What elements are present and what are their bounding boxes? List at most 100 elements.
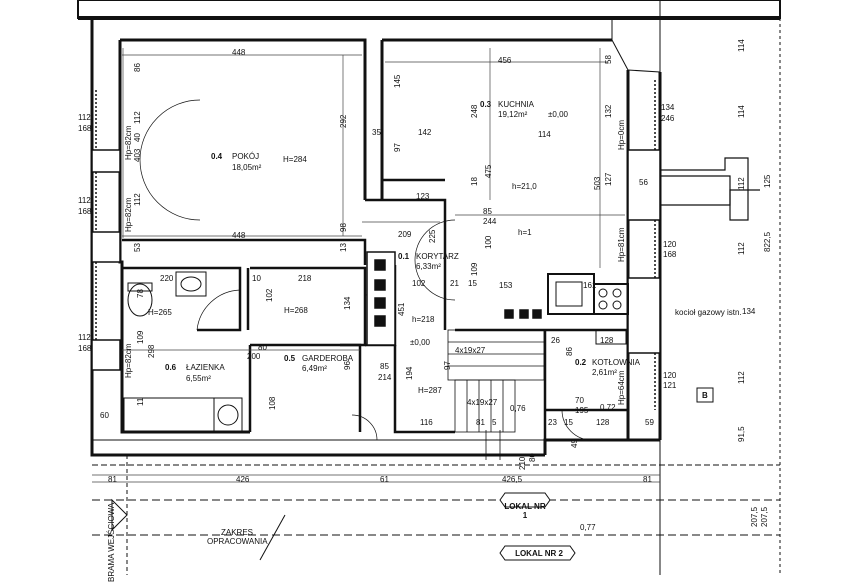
dim: 18 — [470, 177, 479, 186]
room-height-lazienka: H=265 — [148, 308, 172, 317]
dim: 218 — [298, 274, 312, 283]
room-area-garderoba: 6,49m² — [302, 364, 327, 373]
room-no-kuchnia: 0.3 — [480, 100, 492, 109]
dim: 134 — [742, 307, 756, 316]
scope-line2: OPRACOWANIA — [207, 537, 268, 546]
room-no-pokoj: 0.4 — [211, 152, 223, 161]
dim: 112 — [78, 196, 91, 205]
room-area-lazienka: 6,55m² — [186, 374, 211, 383]
dim: 13 — [339, 243, 348, 252]
room-area-pokoj: 18,05m² — [232, 163, 262, 172]
h218: h=218 — [412, 315, 435, 324]
dim: 102 — [265, 288, 274, 302]
room-no-lazienka: 0.6 — [165, 363, 177, 372]
level-077: 0,77 — [580, 523, 596, 532]
boiler-note: kocioł gazowy istn. — [675, 308, 742, 317]
hp82-b: Hp=82cm — [124, 197, 133, 232]
dim: 58 — [604, 55, 613, 64]
dim: 112 — [737, 177, 746, 190]
dim: 426,5 — [502, 475, 523, 484]
dim: 49 — [570, 439, 579, 448]
dim: 109 — [470, 262, 479, 276]
h287: H=287 — [418, 386, 442, 395]
dim: 100 — [484, 235, 493, 249]
room-name-pokoj: POKÓJ — [232, 152, 260, 161]
room-name-korytarz: KORYTARZ — [416, 252, 459, 261]
room-no-korytarz: 0.1 — [398, 252, 410, 261]
dim: 11 — [136, 397, 145, 406]
wall-faces — [92, 17, 661, 441]
dim: 207,5 — [760, 506, 769, 527]
dim: 142 — [418, 128, 432, 137]
dim: 112 — [78, 113, 91, 122]
dim: 96 — [343, 361, 352, 370]
dim: 109 — [136, 330, 145, 344]
dim: 168 — [78, 124, 92, 133]
dim: 80 — [528, 453, 537, 462]
dim: 53 — [133, 243, 142, 252]
level-kuchnia: ±0,00 — [548, 110, 568, 119]
dim: 225 — [428, 229, 437, 243]
dim: 78 — [136, 289, 145, 298]
dim: 292 — [339, 114, 348, 128]
dim: 125 — [763, 174, 772, 188]
dim: 81 — [108, 475, 117, 484]
dim: 98 — [339, 223, 348, 232]
dim: 108 — [268, 396, 277, 410]
gate-marker — [92, 455, 780, 575]
room-name-garderoba: GARDEROBA — [302, 354, 354, 363]
dim: 503 — [593, 176, 602, 190]
dim: 112 — [133, 193, 142, 206]
dim: 112 — [737, 371, 746, 384]
dim: 5 — [492, 418, 497, 427]
dim: 822,5 — [763, 231, 772, 252]
dim: 86 — [565, 347, 574, 356]
dim: 194 — [405, 366, 414, 380]
chimney-blocks — [366, 251, 542, 346]
dim: 132 — [604, 104, 613, 118]
scope-line1: ZAKRES — [220, 528, 253, 537]
dim: 26 — [551, 336, 560, 345]
dim: 161 — [583, 281, 597, 290]
dim: 168 — [78, 207, 92, 216]
dim: 10 — [252, 274, 261, 283]
bath-fixtures — [123, 271, 243, 433]
stairs-1-label: 4x19x27 — [455, 346, 486, 355]
dim: 15 — [564, 418, 573, 427]
dim: 145 — [393, 74, 402, 88]
window-left — [91, 90, 121, 371]
dim: 21 — [450, 279, 459, 288]
b-marker-box — [696, 387, 714, 403]
hp81: Hp=81cm — [617, 227, 626, 262]
dim: 168 — [663, 250, 677, 259]
room-area-korytarz: 6,33m² — [416, 262, 441, 271]
dim: 210 — [518, 456, 527, 470]
dim: 195 — [575, 406, 589, 415]
level-076: 0,76 — [510, 404, 526, 413]
hp82-a: Hp=82cm — [124, 125, 133, 160]
dim: 426 — [236, 475, 250, 484]
stairs — [447, 329, 545, 460]
dim: 451 — [397, 302, 406, 316]
room-height-pokoj: H=284 — [283, 155, 307, 164]
dim: 81 — [476, 418, 485, 427]
dim: 80 — [258, 343, 267, 352]
dim: 23 — [548, 418, 557, 427]
dim: 15 — [468, 279, 477, 288]
hp0: Hp=0cm — [617, 119, 626, 150]
dim: 475 — [484, 164, 493, 178]
dim: 70 — [575, 396, 584, 405]
dim: 97 — [443, 361, 452, 370]
top-border — [77, 0, 781, 575]
dim: 298 — [147, 344, 156, 358]
dim: 134 — [343, 296, 352, 310]
dim: 81 — [643, 475, 652, 484]
window-right — [627, 80, 661, 410]
dim: 214 — [378, 373, 392, 382]
b-mark: B — [702, 391, 708, 400]
dim: 112 — [737, 242, 746, 255]
room-no-kotlownia: 0.2 — [575, 358, 587, 367]
dim: 220 — [160, 274, 174, 283]
room-name-lazienka: ŁAZIENKA — [186, 363, 225, 372]
